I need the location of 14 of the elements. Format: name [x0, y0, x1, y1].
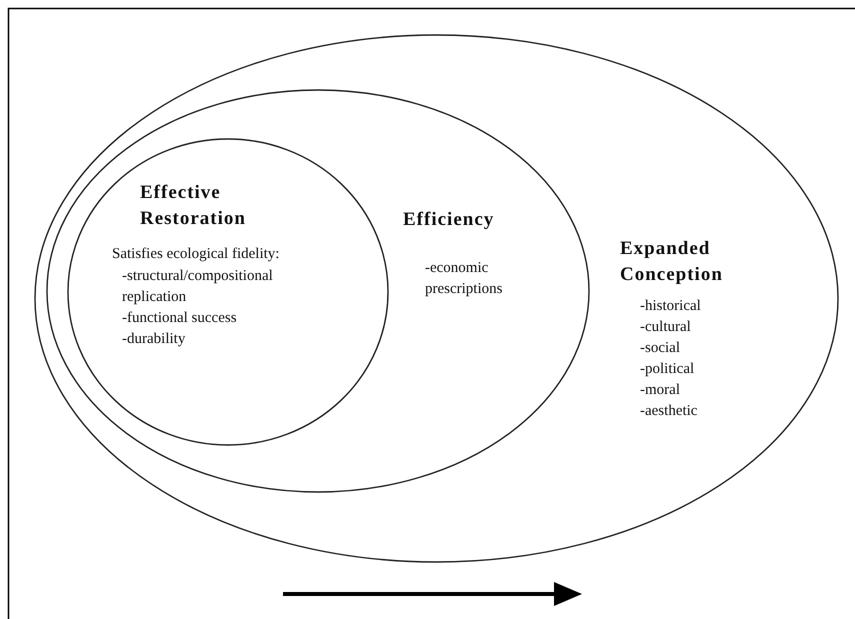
- body-text: Satisfies ecological fidelity:: [112, 245, 280, 264]
- body-text: -economic prescriptions: [425, 259, 504, 299]
- body-text: -durability: [122, 330, 186, 349]
- body-text: -functional success: [122, 309, 238, 328]
- body-text: -historical: [640, 297, 702, 316]
- heading-text: Expanded Conception: [620, 237, 724, 287]
- body-text: -cultural: [640, 318, 692, 337]
- body-text: -social: [640, 339, 681, 358]
- heading-text: Effective Restoration: [140, 181, 247, 231]
- body-text: -structural/compositional replication: [122, 267, 274, 307]
- body-text: -moral: [640, 381, 681, 400]
- body-text: -political: [640, 360, 696, 379]
- heading-text: Efficiency: [403, 208, 496, 232]
- body-text: -aesthetic: [640, 402, 698, 421]
